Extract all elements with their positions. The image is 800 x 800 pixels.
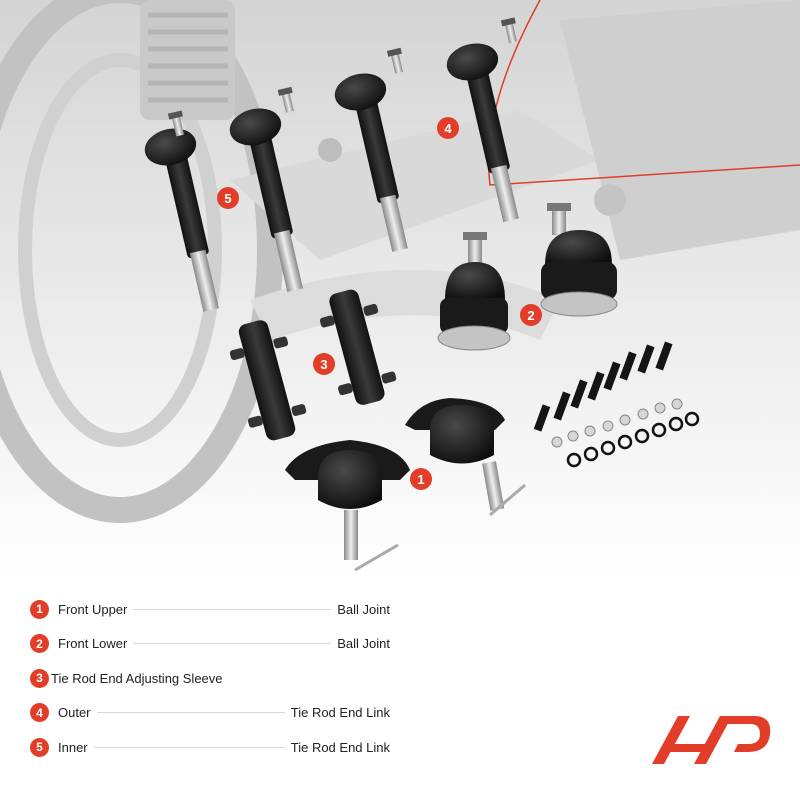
parts-legend: 1 Front Upper Ball Joint 2 Front Lower B…: [30, 592, 390, 765]
legend-number: 5: [30, 737, 49, 757]
legend-label: Front Upper: [58, 601, 128, 617]
legend-part: Ball Joint: [337, 601, 390, 617]
legend-part: Ball Joint: [337, 636, 390, 652]
brand-logo: [652, 716, 771, 764]
legend-row-adjusting-sleeve: 3 Tie Rod End Adjusting Sleeve: [30, 661, 390, 696]
ball-joint-upper-2: [405, 398, 526, 517]
legend-leader-line: [96, 712, 285, 714]
product-photo: [0, 0, 800, 580]
ball-joint-lower-1: [437, 232, 511, 351]
tie-rod-end-inner-2: [229, 86, 303, 292]
legend-number: 3: [30, 668, 49, 688]
callout-badge-1: 1: [410, 468, 432, 490]
legend-label: Front Lower: [58, 636, 128, 652]
callout-badge-4: 4: [437, 117, 459, 139]
ball-joint-lower-2: [540, 203, 618, 317]
legend-row-outer: 4 Outer Tie Rod End Link: [30, 696, 390, 731]
adjusting-sleeve-2: [319, 289, 397, 405]
legend-number: 4: [30, 703, 49, 723]
legend-label: Tie Rod End Adjusting Sleeve: [51, 670, 223, 686]
legend-label: Inner: [58, 739, 88, 755]
callout-badge-5: 5: [217, 187, 239, 209]
suspension-background: [0, 0, 800, 580]
tie-rod-end-outer-1: [334, 47, 408, 252]
legend-part: Tie Rod End Link: [290, 739, 390, 755]
ball-joint-upper-1: [285, 440, 410, 572]
legend-leader-line: [93, 746, 285, 748]
callout-badge-3: 3: [313, 353, 335, 375]
tie-rod-end-outer-2: [446, 17, 519, 223]
legend-row-inner: 5 Inner Tie Rod End Link: [30, 730, 390, 765]
tie-rod-end-inner-1: [144, 110, 219, 312]
legend-leader-line: [133, 643, 332, 645]
legend-leader-line: [133, 608, 332, 610]
hardware-set: [533, 341, 700, 468]
adjusting-sleeve-1: [229, 320, 307, 441]
callout-badge-2: 2: [520, 304, 542, 326]
legend-number: 1: [30, 599, 49, 619]
legend-label: Outer: [58, 705, 91, 721]
legend-row-front-upper: 1 Front Upper Ball Joint: [30, 592, 390, 627]
legend-part: Tie Rod End Link: [290, 705, 390, 721]
legend-row-front-lower: 2 Front Lower Ball Joint: [30, 627, 390, 662]
legend-number: 2: [30, 634, 49, 654]
